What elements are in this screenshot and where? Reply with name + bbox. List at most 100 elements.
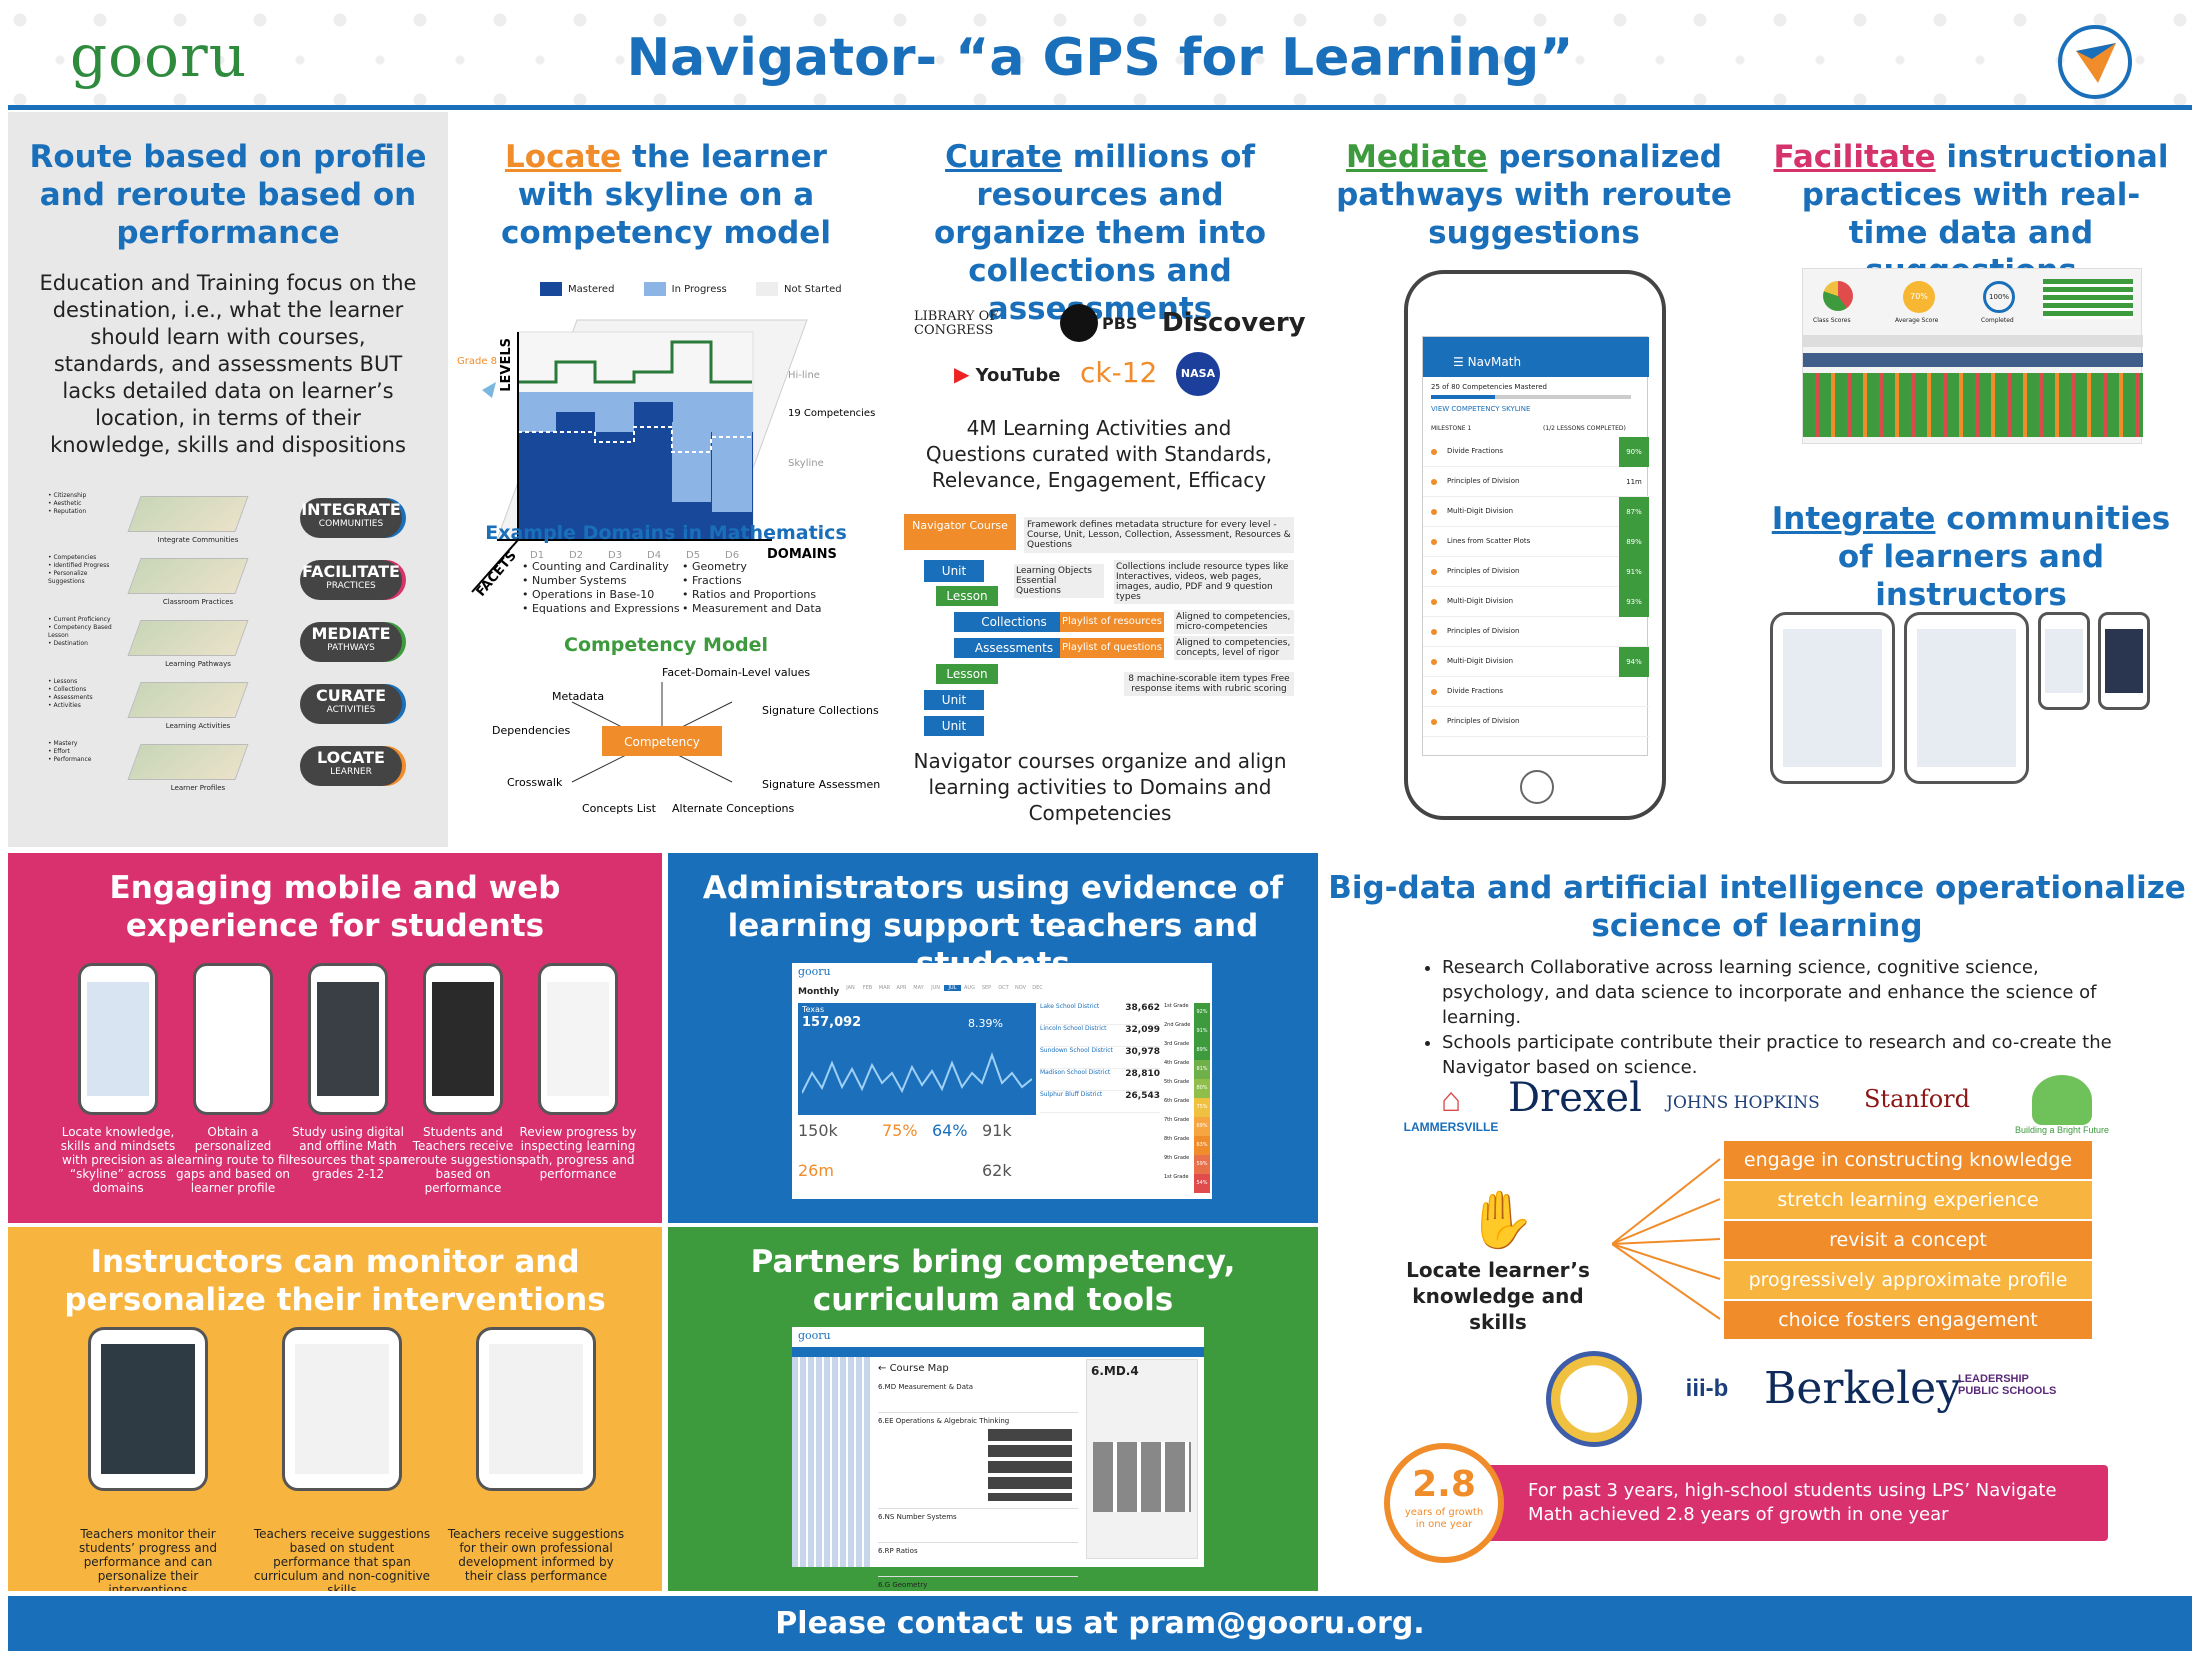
tablet-screen bbox=[295, 1344, 389, 1474]
month-tab[interactable]: DEC bbox=[1032, 985, 1043, 991]
branch-arrows bbox=[1612, 1158, 1721, 1320]
curate-panel: Curate millions of resources and organiz… bbox=[884, 112, 1316, 847]
month-tab[interactable]: MAY bbox=[913, 985, 924, 991]
layer-map-icon bbox=[127, 620, 249, 656]
model-node: Metadata bbox=[552, 690, 604, 703]
legend-item: • Activities bbox=[48, 702, 81, 709]
skyline-strip bbox=[792, 1357, 872, 1567]
sac-state-seal bbox=[1546, 1351, 1642, 1447]
class-score-pie bbox=[1823, 281, 1853, 311]
learning-strategy-bar: revisit a concept bbox=[1724, 1221, 2092, 1259]
page-title: Navigator- “a GPS for Learning” bbox=[626, 28, 1574, 88]
month-tab[interactable]: SEP bbox=[981, 985, 992, 991]
model-title: Competency Model bbox=[564, 634, 768, 656]
tree-note: 8 machine-scorable item types Free respo… bbox=[1124, 672, 1294, 696]
phone-device bbox=[2098, 612, 2150, 710]
growth-banner: For past 3 years, high-school students u… bbox=[1408, 1465, 2108, 1541]
model-node: Signature Collections bbox=[762, 704, 879, 717]
course-map-label: 6.G Geometry bbox=[878, 1581, 928, 1589]
example-item: • Ratios and Proportions bbox=[682, 588, 817, 601]
month-tab[interactable]: JUL bbox=[944, 985, 961, 991]
grade-name: 4th Grade bbox=[1164, 1060, 1190, 1066]
tree-lesson: Lesson bbox=[936, 586, 998, 606]
month-tab[interactable]: JAN bbox=[846, 985, 855, 991]
course-map-row[interactable]: 6.G Geometry bbox=[878, 1577, 1078, 1591]
lesson-score: 93% bbox=[1619, 587, 1649, 617]
learning-strategy-bar: engage in constructing knowledge bbox=[1724, 1141, 2092, 1179]
month-tab[interactable]: JUN bbox=[931, 985, 940, 991]
month-tab[interactable]: FEB bbox=[862, 985, 873, 991]
month-tab[interactable]: OCT bbox=[998, 985, 1009, 991]
footer-contact[interactable]: Please contact us at pram@gooru.org. bbox=[8, 1596, 2192, 1651]
legend-item: • Competency Based Lesson bbox=[48, 624, 112, 639]
bigdata-title: Big-data and artificial intelligence ope… bbox=[1328, 870, 2186, 944]
course-map-row[interactable]: 6.RP Ratios bbox=[878, 1543, 1078, 1577]
course-map-row[interactable]: 6.MD Measurement & Data bbox=[878, 1379, 1078, 1413]
phone-frame: ☰ NavMath 25 of 80 Competencies Mastered… bbox=[1404, 270, 1666, 820]
gooru-logo[interactable]: gooru bbox=[70, 22, 248, 90]
home-button[interactable] bbox=[1520, 770, 1554, 804]
dash-logo: gooru bbox=[798, 1329, 831, 1342]
region-chart: Texas 157,092 8.39% bbox=[798, 1003, 1036, 1115]
partners-panel: Partners bring competency, curriculum an… bbox=[668, 1227, 1318, 1591]
bigdata-panel: Big-data and artificial intelligence ope… bbox=[1322, 853, 2192, 1591]
bullet-item: Schools participate contribute their pra… bbox=[1442, 1030, 2122, 1080]
month-tab[interactable]: AUG bbox=[964, 985, 975, 991]
grade-pct: 92% bbox=[1194, 1003, 1210, 1022]
layer-legend: • Competencies• Identified Progress• Per… bbox=[48, 554, 118, 586]
layer-stack: • Lessons• Collections• Assessments• Act… bbox=[48, 678, 428, 736]
lesson-title: Multi-Digit Division bbox=[1447, 507, 1514, 515]
teacher-dashboard: Class Scores 70% Average Score 100% Comp… bbox=[1802, 268, 2143, 444]
legend-item: • Assessments bbox=[48, 694, 93, 701]
legend-item: • Destination bbox=[48, 640, 88, 647]
month-tab[interactable]: MAR bbox=[878, 985, 891, 991]
view-skyline-link[interactable]: VIEW COMPETENCY SKYLINE bbox=[1431, 405, 1531, 413]
legend-item: • Current Proficiency bbox=[48, 616, 111, 623]
course-map-row[interactable]: 6.EE Operations & Algebraic Thinking bbox=[878, 1413, 1078, 1509]
model-node: Alternate Conceptions bbox=[672, 802, 795, 815]
layer-label: Learner Profiles bbox=[170, 784, 226, 792]
dash-label: Completed bbox=[1981, 317, 2014, 324]
example-item: • Measurement and Data bbox=[682, 602, 822, 615]
layer-map-icon bbox=[127, 496, 249, 532]
tree-course: Navigator Course bbox=[904, 514, 1016, 550]
area-chart bbox=[802, 1052, 1032, 1094]
levels-label: LEVELS bbox=[499, 338, 514, 392]
layer-label: Classroom Practices bbox=[162, 598, 234, 606]
course-map-row[interactable]: 6.NS Number Systems bbox=[878, 1509, 1078, 1543]
pbs-label: PBS bbox=[1102, 314, 1138, 333]
month-tab[interactable]: NOV bbox=[1014, 985, 1026, 991]
lesson-row[interactable]: Principles of Division bbox=[1423, 707, 1649, 737]
route-panel: Route based on profile and reroute based… bbox=[8, 112, 448, 847]
admin-title: Administrators using evidence of learnin… bbox=[702, 870, 1284, 982]
total-users: 157,092 bbox=[802, 1015, 862, 1030]
lesson-row[interactable]: Principles of Division bbox=[1423, 617, 1649, 647]
lesson-row[interactable]: Divide Fractions bbox=[1423, 677, 1649, 707]
tablet-device bbox=[1770, 612, 1895, 784]
grade-name: 9th Grade bbox=[1164, 1155, 1190, 1161]
month-tab[interactable]: APR bbox=[896, 985, 907, 991]
arrow-left-icon: ← bbox=[878, 1363, 887, 1374]
bigdata-bullets: Research Collaborative across learning s… bbox=[1422, 955, 2122, 1080]
domain-tick: D2 bbox=[569, 550, 583, 561]
play-icon: ▶ bbox=[954, 362, 970, 386]
district-name: Sundown School District bbox=[1040, 1047, 1113, 1054]
grade-name: 1st Grade bbox=[1164, 1174, 1189, 1180]
model-node: Signature Assessments bbox=[762, 778, 880, 791]
path-node-icon bbox=[1431, 659, 1437, 665]
facets-label: FACETS bbox=[474, 548, 520, 599]
period-select[interactable]: Monthly bbox=[798, 987, 840, 997]
mediate-panel: Mediate personalized pathways with rerou… bbox=[1320, 112, 1748, 847]
instructors-title: Instructors can monitor and personalize … bbox=[64, 1244, 606, 1318]
